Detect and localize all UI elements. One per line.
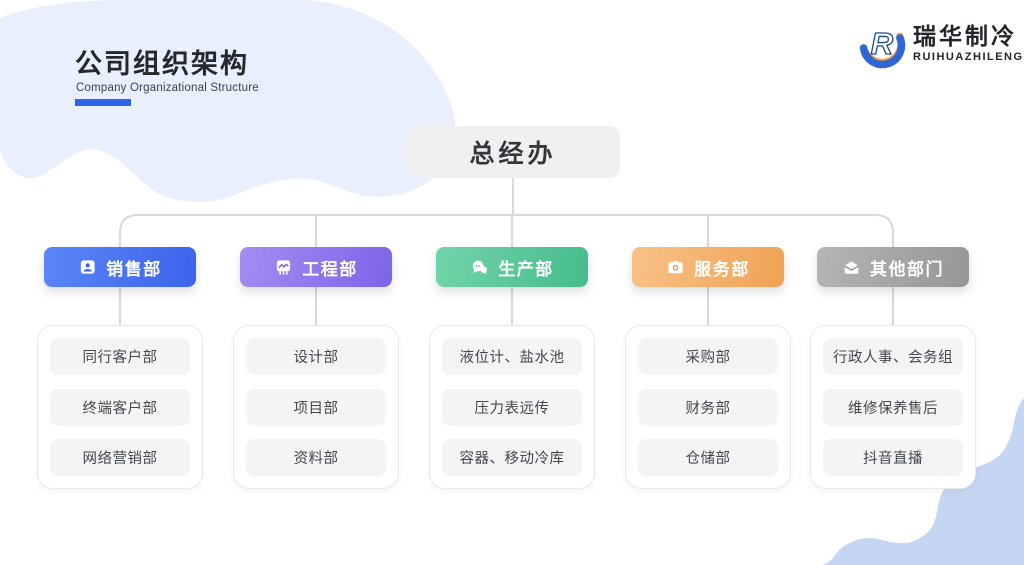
dept-label: 工程部 xyxy=(302,259,358,279)
contact-card-icon xyxy=(78,258,97,277)
child-item: 维修保养售后 xyxy=(823,388,963,426)
dept-children-card: 行政人事、会务组维修保养售后抖音直播 xyxy=(810,325,976,489)
child-item: 同行客户部 xyxy=(50,338,190,375)
child-item: 行政人事、会务组 xyxy=(823,338,963,375)
company-logo: R 瑞华制冷 RUIHUAZHILENG xyxy=(856,17,1024,69)
dept-header: 生产部 xyxy=(436,247,588,287)
child-item: 压力表远传 xyxy=(442,388,582,426)
child-item: 仓储部 xyxy=(638,439,778,476)
dept-header: 销售部 xyxy=(44,247,196,287)
child-item: 容器、移动冷库 xyxy=(442,439,582,476)
dept-label: 销售部 xyxy=(106,259,162,279)
page-title: 公司组织架构 xyxy=(75,49,249,79)
page-subtitle: Company Organizational Structure xyxy=(76,82,259,94)
dept-children-card: 采购部财务部仓储部 xyxy=(625,325,791,489)
child-item: 终端客户部 xyxy=(50,388,190,426)
child-item: 采购部 xyxy=(638,338,778,375)
dept-header: 工程部 xyxy=(240,247,392,287)
dept-header: 服务部 xyxy=(632,247,784,287)
machine-wave-icon xyxy=(274,258,293,277)
camera-icon xyxy=(666,258,685,277)
child-item: 抖音直播 xyxy=(823,439,963,476)
logo-name-en: RUIHUAZHILENG xyxy=(913,51,1024,64)
rh-logo-icon: R xyxy=(856,17,908,69)
dept-header: 其他部门 xyxy=(817,247,969,287)
child-item: 设计部 xyxy=(246,338,386,375)
child-item: 项目部 xyxy=(246,388,386,426)
child-item: 资料部 xyxy=(246,439,386,476)
dept-children-card: 液位计、盐水池压力表远传容器、移动冷库 xyxy=(429,325,595,489)
dept-children-card: 同行客户部终端客户部网络营销部 xyxy=(37,325,203,489)
title-underline xyxy=(75,99,131,106)
svg-text:R: R xyxy=(871,26,894,61)
chat-bubbles-icon xyxy=(470,258,489,277)
dept-label: 其他部门 xyxy=(870,259,944,279)
logo-name-cn: 瑞华制冷 xyxy=(913,22,1017,49)
child-item: 液位计、盐水池 xyxy=(442,338,582,375)
dept-label: 服务部 xyxy=(694,259,750,279)
mail-icon xyxy=(842,258,861,277)
child-item: 网络营销部 xyxy=(50,439,190,476)
dept-label: 生产部 xyxy=(498,259,554,279)
root-node: 总经办 xyxy=(406,126,620,178)
dept-children-card: 设计部项目部资料部 xyxy=(233,325,399,489)
child-item: 财务部 xyxy=(638,388,778,426)
bottom-right-blob xyxy=(822,398,1024,565)
top-left-blob xyxy=(0,0,456,202)
